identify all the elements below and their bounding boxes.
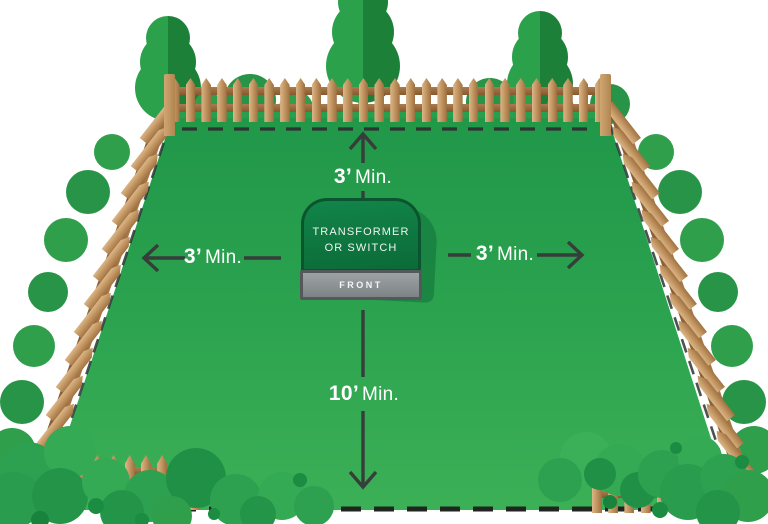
clearance-unit: Min. [361,384,400,405]
bush [88,498,104,514]
fence-post [164,74,175,136]
bush [135,513,149,524]
fence-picket [516,78,526,122]
transformer-box: TRANSFORMER OR SWITCH FRONT [300,198,422,300]
bush [28,272,68,312]
fence-rail [170,87,610,95]
clearance-value: 3’ [333,165,353,188]
fence-picket [500,78,510,122]
right-clearance-label: 3’Min. [476,242,534,266]
bush [538,458,582,502]
fence-picket [327,78,337,122]
clearance-unit: Min. [497,244,535,265]
clearance-value: 3’ [475,242,495,265]
bush [152,496,192,524]
transformer-label: TRANSFORMER OR SWITCH [304,225,418,257]
fence-picket [405,78,416,122]
fence-picket [374,78,384,122]
fence-rail [170,104,610,112]
left-clearance-label: 3’Min. [184,245,242,269]
fence-post [600,74,611,136]
fence-picket [217,78,227,122]
fence-picket [248,78,259,122]
front-clearance-label: 10’Min. [329,382,399,406]
fence-picket [578,78,589,122]
bush [696,490,740,524]
clearance-value: 10’ [328,382,359,405]
fence-picket [232,78,243,122]
front-panel-label: FRONT [303,273,419,297]
left-arrow-icon [141,243,281,273]
bush [94,134,130,170]
fence-picket [531,78,542,122]
fence-picket [563,78,573,122]
bush [31,511,49,524]
fence-picket [437,78,447,122]
bush [293,473,307,487]
down-arrow-icon [348,310,378,490]
fence-picket [311,78,322,122]
fence-picket [453,78,463,122]
tree-foliage [518,11,562,55]
fence-picket [343,78,353,122]
clearance-unit: Min. [355,167,393,188]
fence-picket [280,78,290,122]
bush [711,325,753,367]
fence-picket [264,78,274,122]
fence-picket [547,78,558,122]
bush [240,496,276,524]
transformer-label-line2: OR SWITCH [324,241,398,254]
fence-picket [201,78,211,122]
clearance-unit: Min. [205,247,243,268]
fence-picket [421,78,432,122]
bush [603,495,617,509]
clearance-value: 3’ [183,245,203,268]
fence-picket [390,78,400,122]
back-clearance-label: 3’Min. [334,165,392,189]
transformer-label-line1: TRANSFORMER [312,226,410,238]
fence-picket [185,78,196,122]
bush [66,170,110,214]
bush [294,486,334,524]
fence-picket [358,78,369,122]
bush [584,458,616,490]
bush [680,218,724,262]
bush [670,442,682,454]
bush [658,170,702,214]
transformer-body: TRANSFORMER OR SWITCH [301,198,421,272]
transformer-front-panel: FRONT [300,270,422,300]
fence-picket [484,78,495,122]
bush [652,502,668,518]
bush [44,218,88,262]
bush [208,508,220,520]
tree-foliage [146,16,190,60]
right-arrow-icon [448,240,585,270]
bush [735,455,749,469]
bush [698,272,738,312]
bush [13,325,55,367]
fence-picket [295,78,306,122]
fence-picket [594,78,605,122]
bush [0,380,44,424]
fence-picket [468,78,479,122]
